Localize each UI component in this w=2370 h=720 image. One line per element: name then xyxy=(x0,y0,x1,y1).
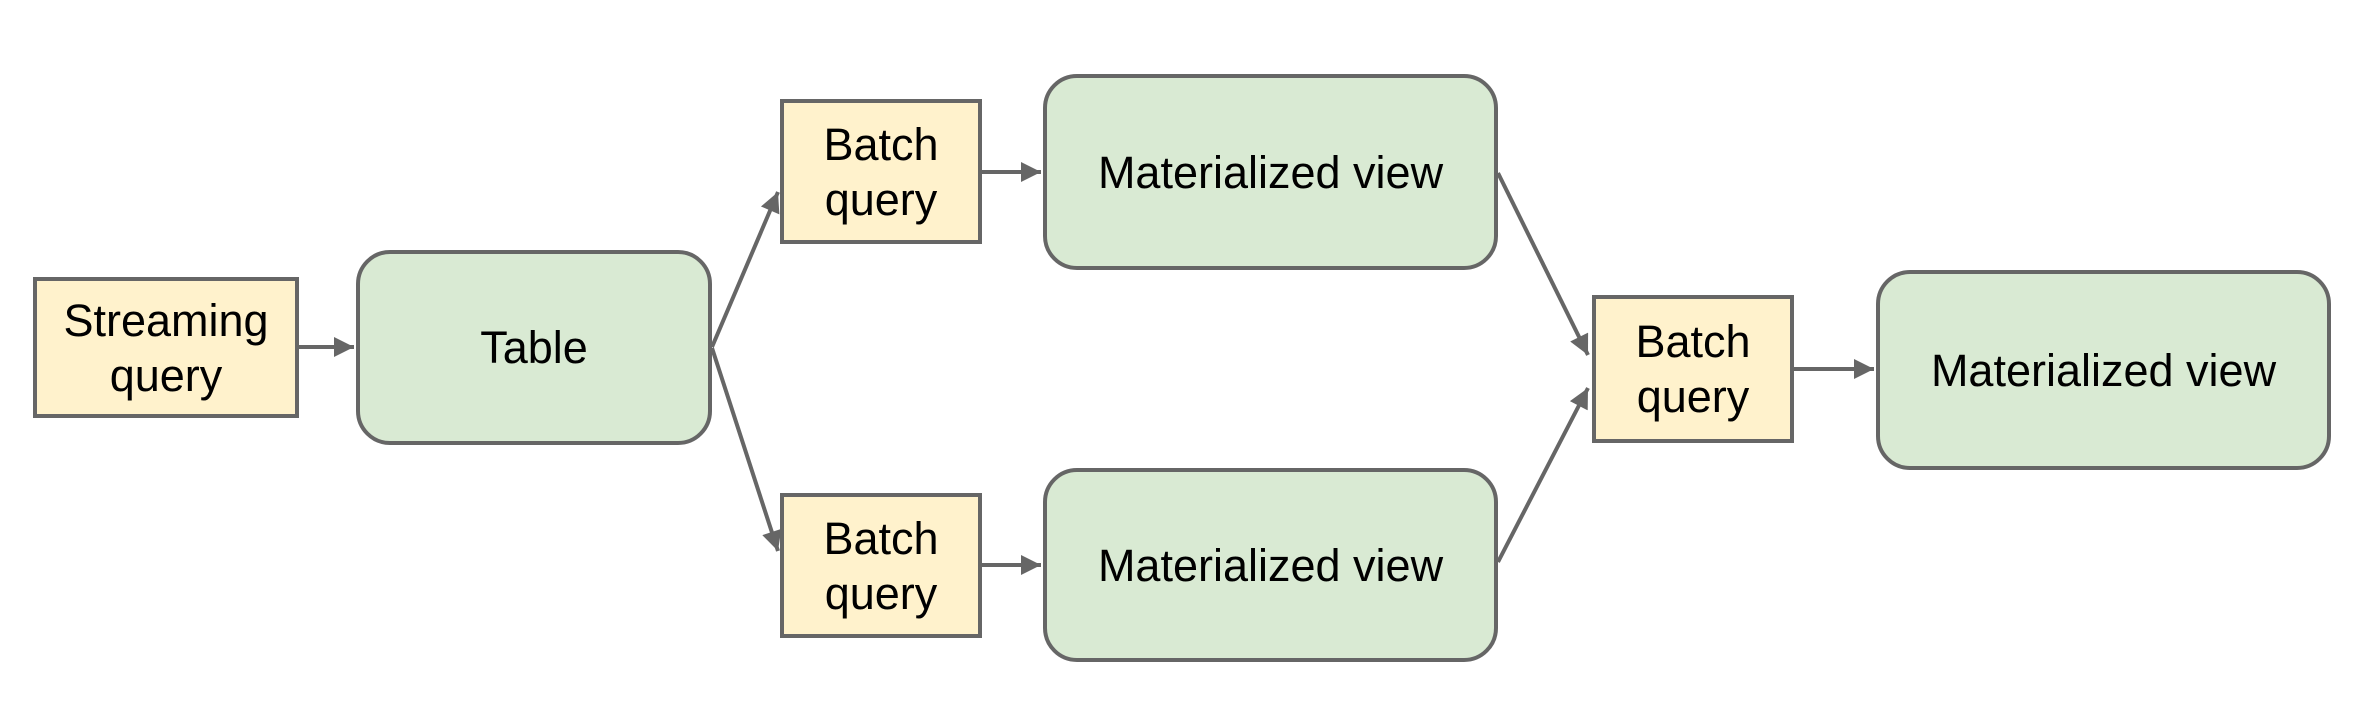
node-materialized-view-right-label: Materialized view xyxy=(1930,344,2277,396)
node-batch-query-right: Batch query xyxy=(1592,295,1794,443)
connector-mv-top-to-batch-query-right xyxy=(1496,172,1590,356)
node-materialized-view-top-label: Materialized view xyxy=(1097,146,1444,198)
connector-table-to-batch-query-bottom xyxy=(710,347,782,552)
node-materialized-view-bottom-label: Materialized view xyxy=(1097,539,1444,591)
node-batch-query-bottom-label: Batch query xyxy=(823,512,939,619)
node-batch-query-top-label: Batch query xyxy=(823,118,939,225)
node-streaming-query-label: Streaming query xyxy=(63,294,269,401)
node-batch-query-right-label: Batch query xyxy=(1635,316,1751,422)
node-streaming-query: Streaming query xyxy=(33,277,299,418)
node-materialized-view-right: Materialized view xyxy=(1876,270,2331,470)
node-materialized-view-top: Materialized view xyxy=(1043,74,1498,270)
node-table: Table xyxy=(356,250,712,445)
node-batch-query-top: Batch query xyxy=(780,99,982,244)
connector-mv-bottom-to-batch-query-right xyxy=(1496,387,1590,563)
node-batch-query-bottom: Batch query xyxy=(780,493,982,638)
node-materialized-view-bottom: Materialized view xyxy=(1043,468,1498,662)
node-table-label: Table xyxy=(480,322,588,373)
connector-table-to-batch-query-top xyxy=(710,191,780,348)
